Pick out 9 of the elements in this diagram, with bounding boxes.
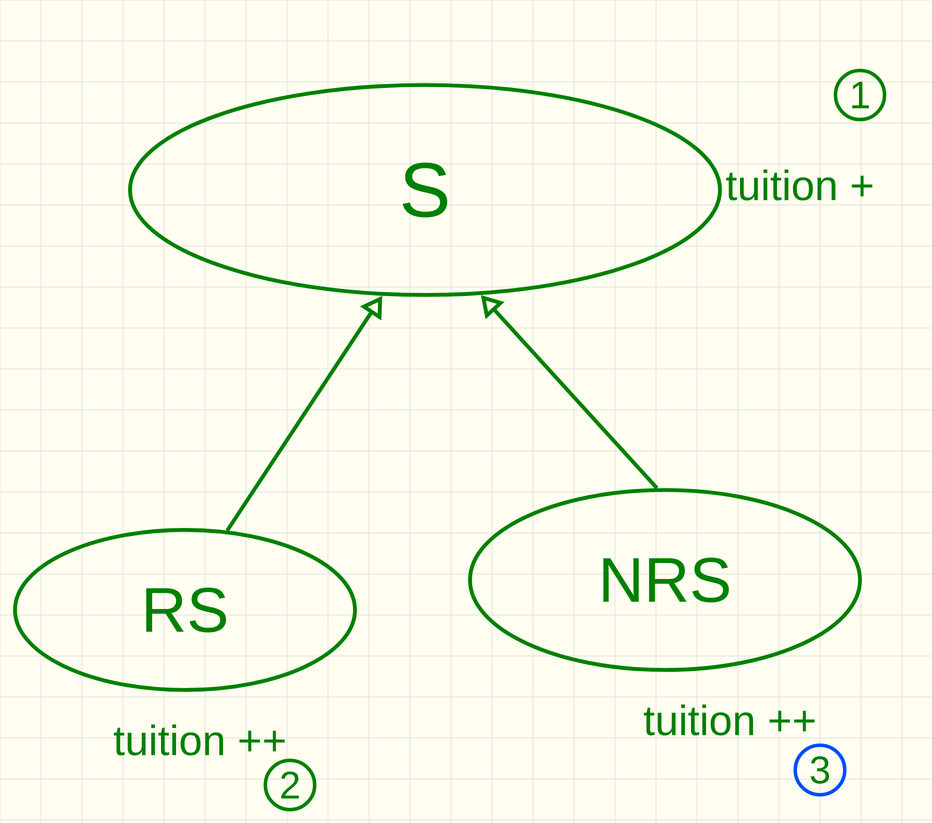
ellipse-node: RS [13, 528, 357, 692]
circled-number: 3 [793, 743, 847, 796]
ellipse-node: S [128, 83, 722, 297]
annotation-text: tuition ++ [114, 724, 285, 756]
ellipse-node: NRS [468, 488, 862, 672]
annotation-text: tuition + [726, 170, 872, 200]
circled-number: 2 [264, 758, 316, 812]
circled-number: 1 [834, 68, 886, 122]
annotation-text: tuition ++ [644, 704, 815, 736]
